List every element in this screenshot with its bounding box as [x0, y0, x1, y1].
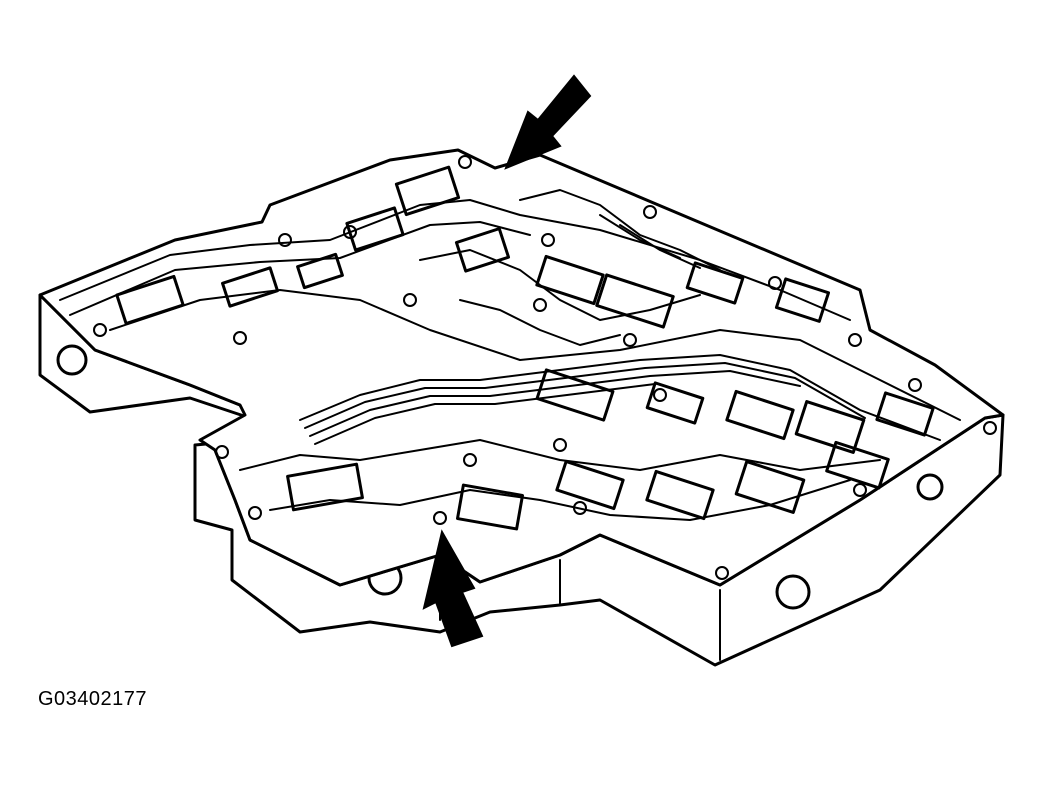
valve-body-pockets: [115, 165, 935, 531]
callout-arrow-top: [504, 74, 592, 170]
callout-arrow-bottom: [422, 529, 484, 648]
valve-body-top-face: [38, 148, 1005, 587]
valve-body-bolt-holes: [93, 155, 997, 580]
figure-code: G03402177: [38, 688, 148, 710]
valve-body-fluid-passages: [59, 189, 961, 521]
